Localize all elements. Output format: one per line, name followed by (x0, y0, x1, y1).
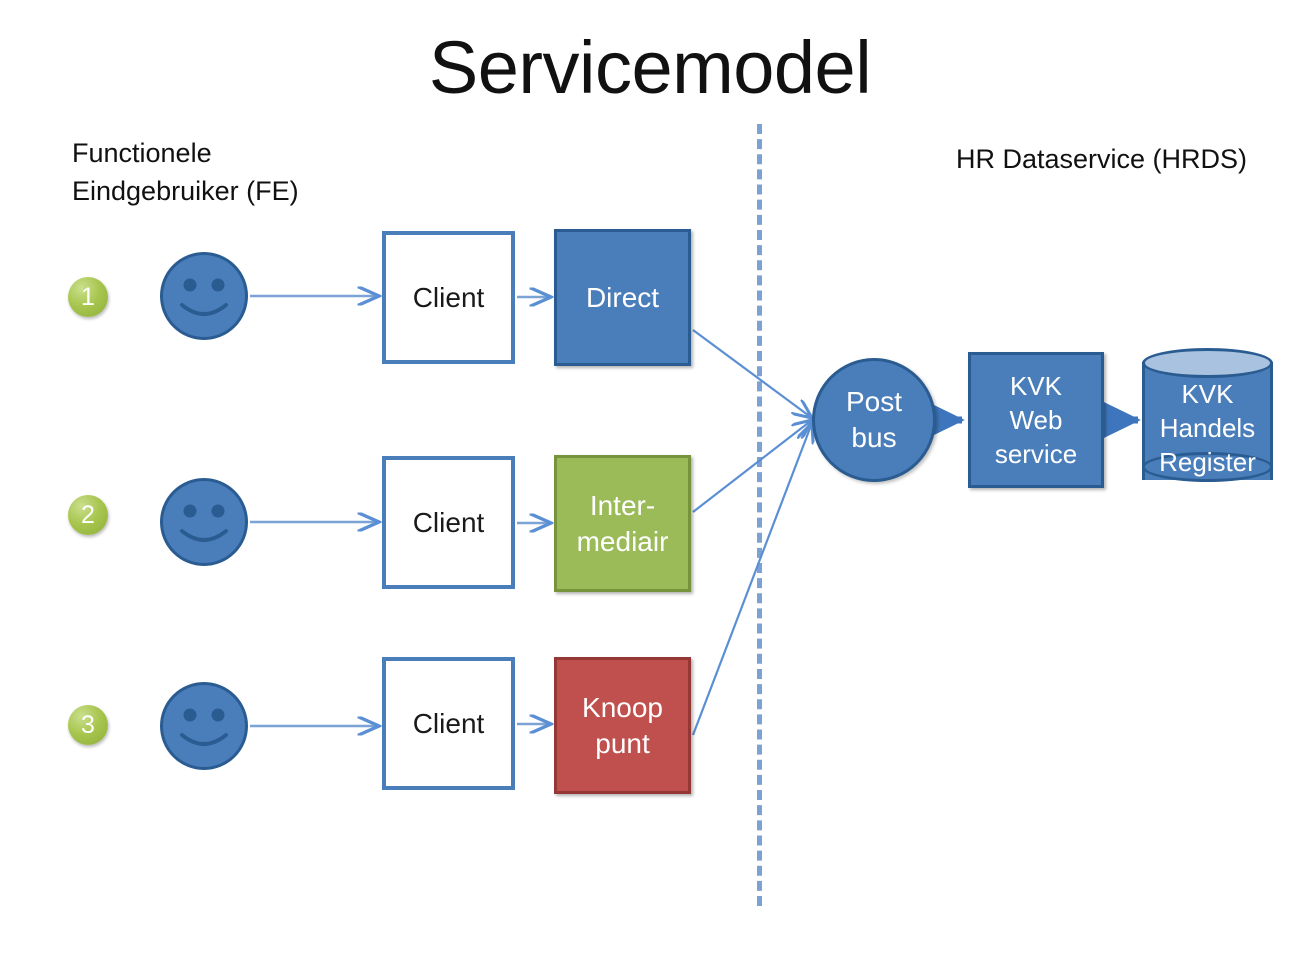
node-client-2[interactable]: Client (382, 456, 515, 589)
zone-label-hr-dataservice: HR Dataservice (HRDS) (956, 144, 1248, 174)
node-intermediair[interactable]: Inter- mediair (554, 455, 691, 592)
node-kvk-webservice[interactable]: KVK Web service (968, 352, 1104, 488)
zone-divider-dashed-line (757, 124, 762, 906)
cylinder-bottom-ellipse (1142, 452, 1273, 482)
node-direct[interactable]: Direct (554, 229, 691, 366)
arrow-direct-to-postbus (692, 329, 812, 418)
node-client-3[interactable]: Client (382, 657, 515, 790)
arrow-knooppunt-to-postbus (691, 423, 812, 736)
actor-smiley-icon-3 (160, 682, 248, 770)
zone-label-functionele-eindgebruiker: Functionele Eindgebruiker (FE) (72, 138, 299, 206)
node-kvk-handelsregister-label: KVK Handels Register (1159, 379, 1256, 477)
arrow-intermediair-to-postbus (692, 420, 812, 513)
actor-smiley-icon-1 (160, 252, 248, 340)
node-client-1[interactable]: Client (382, 231, 515, 364)
step-badge-1: 1 (68, 277, 108, 317)
actor-smiley-icon-2 (160, 478, 248, 566)
node-kvk-handelsregister-database[interactable]: KVK Handels Register (1142, 348, 1273, 494)
page-title: Servicemodel (428, 26, 872, 109)
cylinder-top-ellipse (1142, 348, 1273, 378)
step-badge-3: 3 (68, 705, 108, 745)
step-badge-2: 2 (68, 495, 108, 535)
node-postbus[interactable]: Post bus (812, 358, 936, 482)
node-knooppunt[interactable]: Knoop punt (554, 657, 691, 794)
